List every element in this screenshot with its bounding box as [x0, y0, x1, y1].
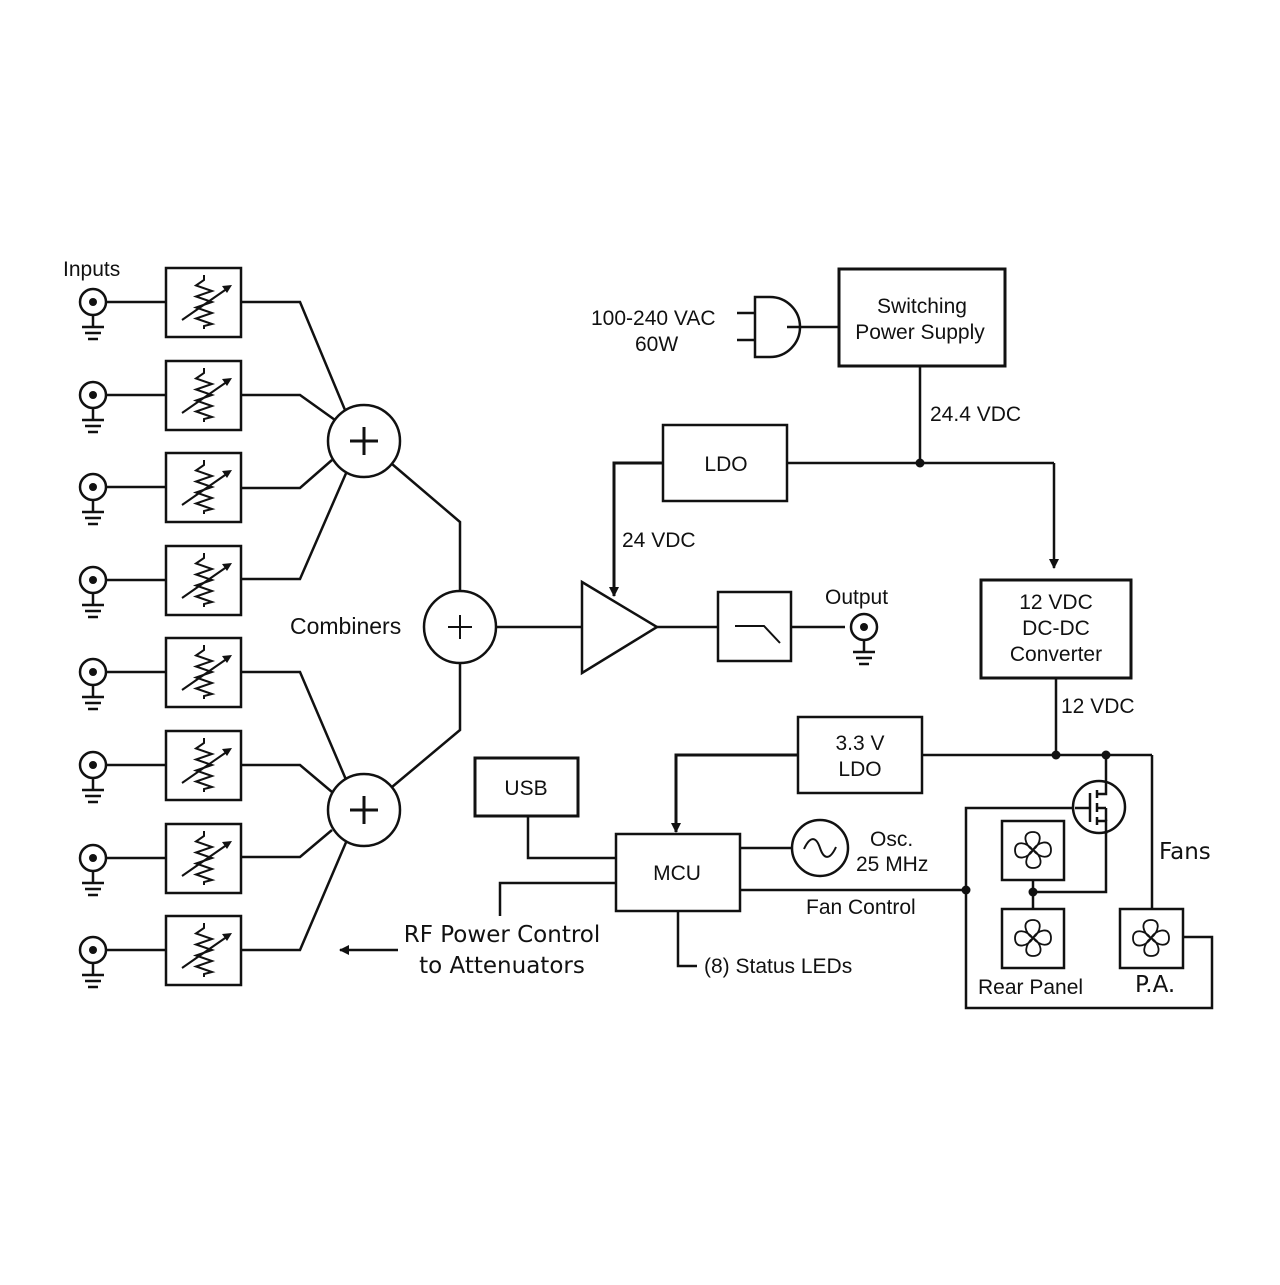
combiner-wires: [391, 463, 582, 788]
dcdc-line1: 12 VDC: [1019, 591, 1093, 614]
dcdc-line3: Converter: [1010, 643, 1102, 666]
variable-attenuator-icon: [164, 636, 243, 709]
combiner-bottom: [326, 772, 402, 848]
inputs-label: Inputs: [63, 258, 120, 281]
junction-dot: [1051, 750, 1061, 760]
input-connector-icon: [78, 565, 108, 619]
input-channel: [78, 266, 243, 341]
dcdc-converter: 12 VDC DC-DC Converter: [979, 578, 1133, 680]
pa-label: P.A.: [1135, 972, 1175, 998]
fan-top: [1000, 819, 1066, 882]
ldo33-block: 3.3 V LDO: [796, 715, 924, 795]
oscillator-icon: [790, 818, 850, 878]
variable-attenuator-icon: [164, 729, 243, 802]
psu-line1: Switching: [877, 295, 967, 318]
fans-label: Fans: [1159, 839, 1211, 865]
ac-plug-icon: [737, 295, 839, 359]
input-channel: [78, 359, 243, 434]
dcdc-line2: DC-DC: [1022, 617, 1090, 640]
input-channels: [78, 266, 243, 989]
input-connector-icon: [78, 472, 108, 526]
v244-label: 24.4 VDC: [930, 403, 1021, 426]
input-connector-icon: [78, 750, 108, 804]
output-connector: [849, 612, 879, 666]
fan-icon: [1014, 831, 1052, 869]
v12-label: 12 VDC: [1061, 695, 1135, 718]
ldo33-line2: LDO: [838, 758, 881, 781]
amplifier: [580, 579, 718, 676]
fan-pa: [1118, 907, 1185, 970]
fan-rear-panel: [1000, 907, 1066, 970]
mcu-block: MCU: [614, 832, 742, 913]
input-channel: [78, 451, 243, 526]
input-connector-icon: [78, 657, 108, 711]
ac-power-label: 60W: [635, 333, 678, 356]
osc-line2: 25 MHz: [856, 853, 928, 876]
psu-line2: Power Supply: [855, 321, 985, 344]
input-connector-icon: [78, 287, 108, 341]
input-channel: [78, 822, 243, 897]
variable-attenuator-icon: [164, 822, 243, 895]
combiners-label: Combiners: [290, 613, 401, 639]
v24-label: 24 VDC: [622, 529, 696, 552]
input-channel: [78, 914, 243, 989]
osc-line1: Osc.: [870, 828, 913, 851]
switching-power-supply: Switching Power Supply: [837, 267, 1007, 368]
ldo-label: LDO: [704, 453, 747, 476]
rear-panel-label: Rear Panel: [978, 976, 1083, 999]
rf-control-line1: RF Power Control: [404, 922, 601, 948]
rf-control-line2: to Attenuators: [419, 953, 585, 979]
variable-attenuator-icon: [164, 544, 243, 617]
low-pass-filter: [716, 590, 845, 663]
input-channel: [78, 636, 243, 711]
status-leds-label: (8) Status LEDs: [704, 955, 852, 978]
variable-attenuator-icon: [164, 451, 243, 524]
v244-bus: [787, 461, 1059, 569]
mcu-label: MCU: [653, 862, 701, 885]
combiner-main: [422, 589, 498, 665]
ldo33-line1: 3.3 V: [835, 732, 884, 755]
ldo-block: LDO: [661, 423, 789, 503]
input-channel: [78, 729, 243, 804]
variable-attenuator-icon: [164, 914, 243, 987]
input-connector-icon: [78, 380, 108, 434]
mosfet-icon: [1071, 779, 1127, 835]
output-label: Output: [825, 586, 888, 609]
junction-dot: [1028, 887, 1038, 897]
junction-dot: [915, 458, 925, 468]
attenuator-to-combiner-wires: [241, 300, 349, 952]
combiner-top: [326, 403, 402, 479]
junction-dot: [1101, 750, 1111, 760]
input-channel: [78, 544, 243, 619]
usb-block: USB: [473, 756, 580, 818]
input-connector-icon: [78, 935, 108, 989]
variable-attenuator-icon: [164, 359, 243, 432]
ac-voltage-label: 100-240 VAC: [591, 307, 716, 330]
usb-label: USB: [504, 777, 547, 800]
variable-attenuator-icon: [164, 266, 243, 339]
fan-control-label: Fan Control: [806, 896, 916, 919]
input-connector-icon: [78, 843, 108, 897]
